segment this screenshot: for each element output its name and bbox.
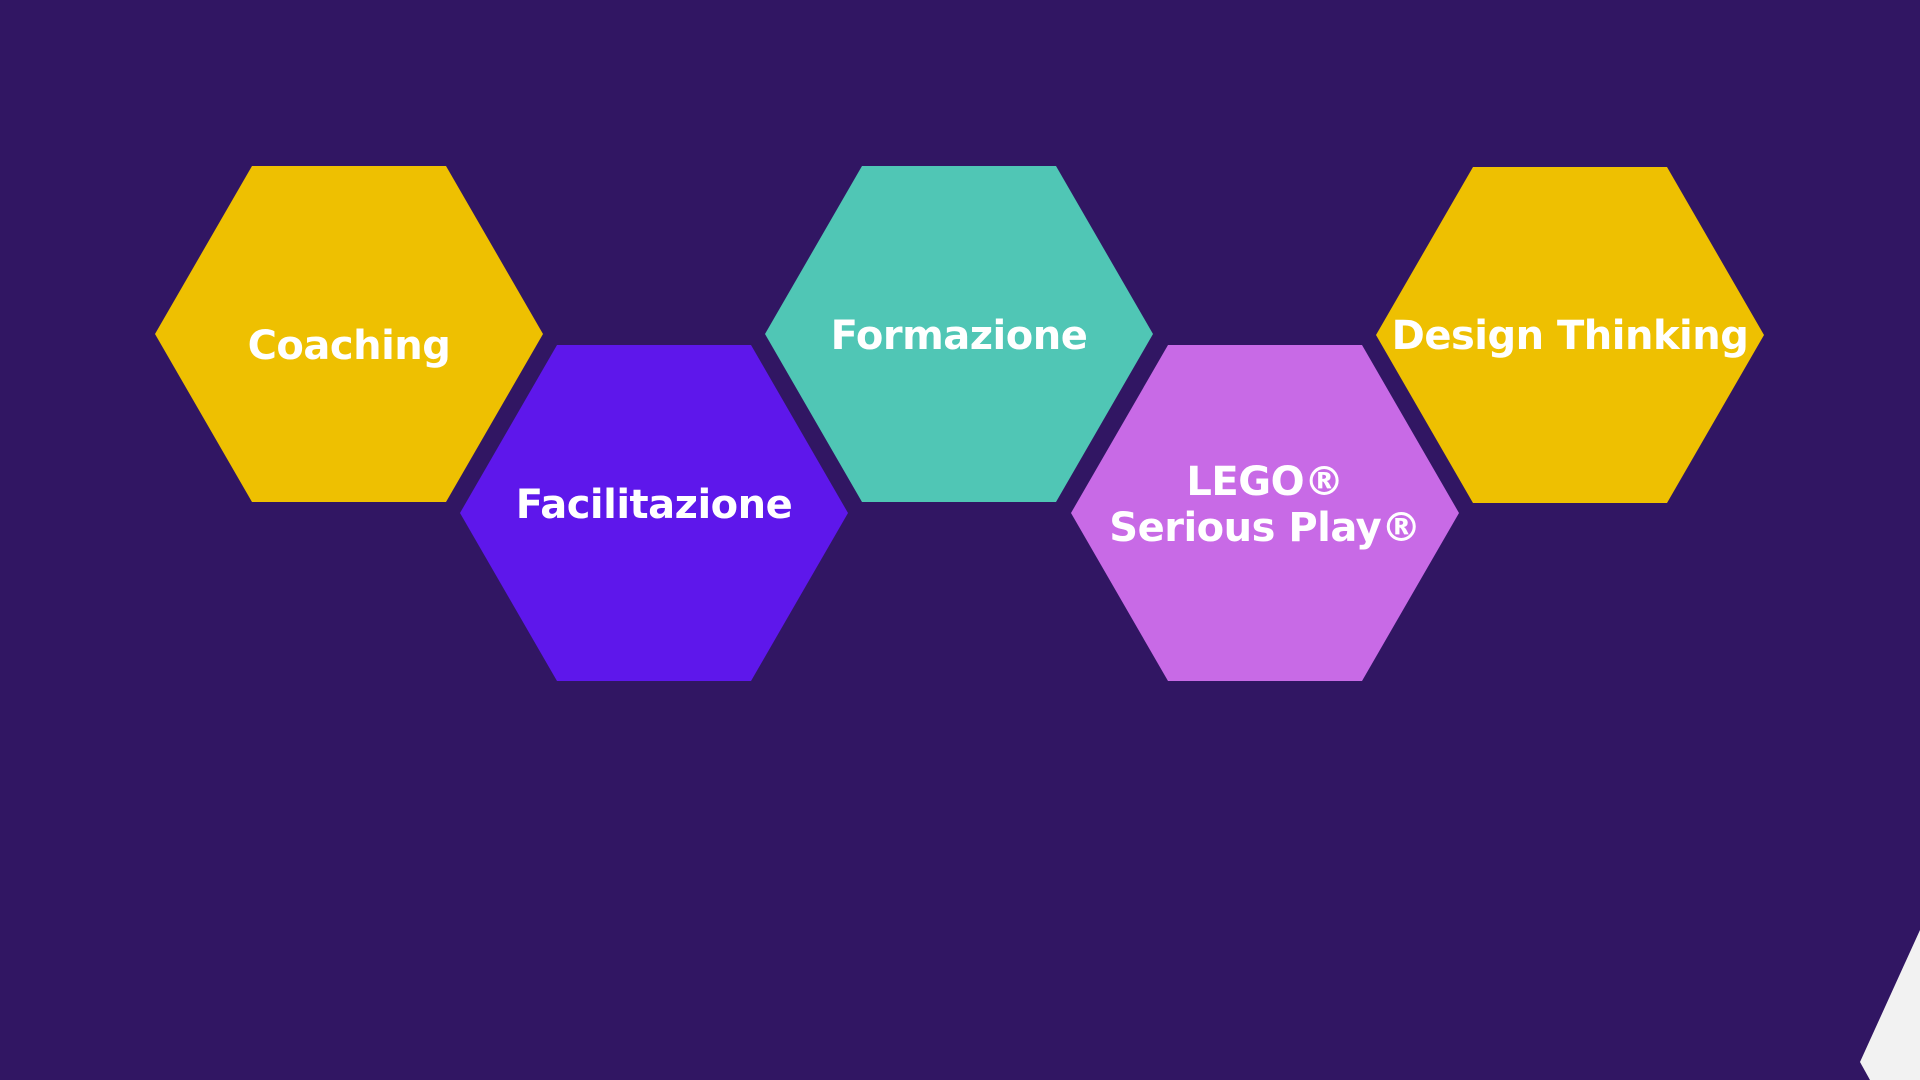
hexagon-label-formazione: Formazione	[831, 313, 1088, 359]
hexagon-label-line: Design Thinking	[1391, 313, 1749, 359]
corner-decoration-shape	[1860, 930, 1920, 1080]
hexagon-label-coaching: Coaching	[248, 323, 451, 369]
hexagon-facilitazione: Facilitazione	[460, 345, 848, 681]
hexagon-label-line: Facilitazione	[515, 482, 793, 528]
corner-decoration-polygon	[1860, 930, 1920, 1080]
hexagon-label-line: Serious Play®	[1109, 505, 1421, 551]
hexagon-lego-serious-play: LEGO® Serious Play®	[1071, 345, 1459, 681]
hexagon-design-thinking: Design Thinking	[1376, 167, 1764, 503]
hexagon-label-facilitazione: Facilitazione	[516, 482, 793, 528]
hexagon-coaching: Coaching	[155, 166, 543, 502]
hexagon-label-line: LEGO®	[1186, 459, 1344, 505]
hexagon-label-line: Formazione	[830, 313, 1088, 359]
hexagon-label-line: Coaching	[247, 323, 451, 369]
hexagon-label-design-thinking: Design Thinking	[1392, 313, 1749, 359]
hexagon-label-lego-serious-play: LEGO® Serious Play®	[1109, 459, 1421, 551]
hexagon-formazione: Formazione	[765, 166, 1153, 502]
